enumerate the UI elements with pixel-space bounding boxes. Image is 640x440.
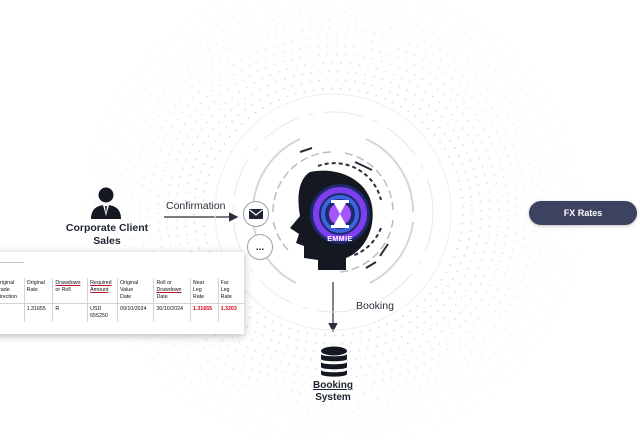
more-channels-button[interactable]: ... xyxy=(247,234,273,260)
cell-line: 1.31655 xyxy=(192,306,213,312)
cell-line: USD xyxy=(90,306,102,312)
header-line: Value xyxy=(120,287,134,293)
fx-rates-pill[interactable]: FX Rates xyxy=(529,201,637,225)
trade-table-cell: 1.3203 xyxy=(217,303,244,322)
trade-table-cell: 09/10/2024 xyxy=(116,303,154,322)
header-line: or Roll xyxy=(55,287,71,293)
header-line: Near xyxy=(192,280,205,286)
trade-table-header-row: OriginalTradeDirectionOriginalRateDrawdo… xyxy=(0,278,244,304)
header-line: Far xyxy=(220,280,229,286)
header-line: Leg xyxy=(220,287,230,293)
database-icon xyxy=(321,346,347,377)
fx-rates-label: FX Rates xyxy=(563,208,603,218)
header-line: Trade xyxy=(0,287,10,293)
trade-table-cell: 1.31655 xyxy=(189,303,219,322)
header-line: Rate xyxy=(220,294,232,300)
trade-table-cell: R xyxy=(52,303,88,322)
trade-table-cell: 1.31655 xyxy=(23,303,53,322)
header-line: Required xyxy=(90,280,112,286)
confirmation-label: Confirmation xyxy=(166,200,226,212)
header-line: Original xyxy=(26,280,45,286)
cell-line: 30/10/2024 xyxy=(156,306,183,312)
trade-table-row: B1.31655RUSD65525009/10/202430/10/20241.… xyxy=(0,303,244,323)
document-header-rule xyxy=(0,262,24,263)
header-line: Rate xyxy=(192,294,205,300)
header-line: Date xyxy=(156,294,168,300)
header-line: Direction xyxy=(0,294,17,300)
header-line: Amount xyxy=(90,287,109,293)
emmie-tech-rings xyxy=(214,93,452,331)
trade-table: OriginalTradeDirectionOriginalRateDrawdo… xyxy=(0,278,244,322)
businessman-icon xyxy=(91,187,121,219)
emmie-head-icon xyxy=(290,170,373,270)
more-label: ... xyxy=(255,241,265,253)
cell-line: 1.3203 xyxy=(220,306,237,312)
cell-line: B xyxy=(0,306,22,313)
trade-table-cell: B xyxy=(0,304,24,323)
cell-line: 655250 xyxy=(90,313,108,319)
header-line: Leg xyxy=(192,287,202,293)
booking-label: Booking xyxy=(356,300,394,312)
corporate-client-label: Corporate Client Sales xyxy=(65,222,149,247)
cell-line: 1.31655 xyxy=(26,306,46,312)
header-line: Original xyxy=(120,280,139,286)
trade-table-cell: 30/10/2024 xyxy=(153,303,191,322)
email-channel-button[interactable] xyxy=(243,201,269,227)
trade-table-header-cell: OriginalTradeDirection xyxy=(0,278,25,304)
header-line: Original xyxy=(0,280,15,286)
envelope-icon xyxy=(249,209,263,219)
header-line: Date xyxy=(120,294,132,300)
trade-document-card: OriginalTradeDirectionOriginalRateDrawdo… xyxy=(0,252,244,334)
header-line: Drawdown xyxy=(156,287,182,293)
header-line: Rate xyxy=(26,287,38,293)
booking-system-label: Booking System xyxy=(313,380,353,403)
header-line: Drawdown xyxy=(55,280,81,286)
header-line: Roll or xyxy=(156,280,172,286)
cell-line: 09/10/2024 xyxy=(120,306,147,312)
emmie-logo-text: EMMIE xyxy=(327,236,353,243)
cell-line: R xyxy=(55,306,60,312)
